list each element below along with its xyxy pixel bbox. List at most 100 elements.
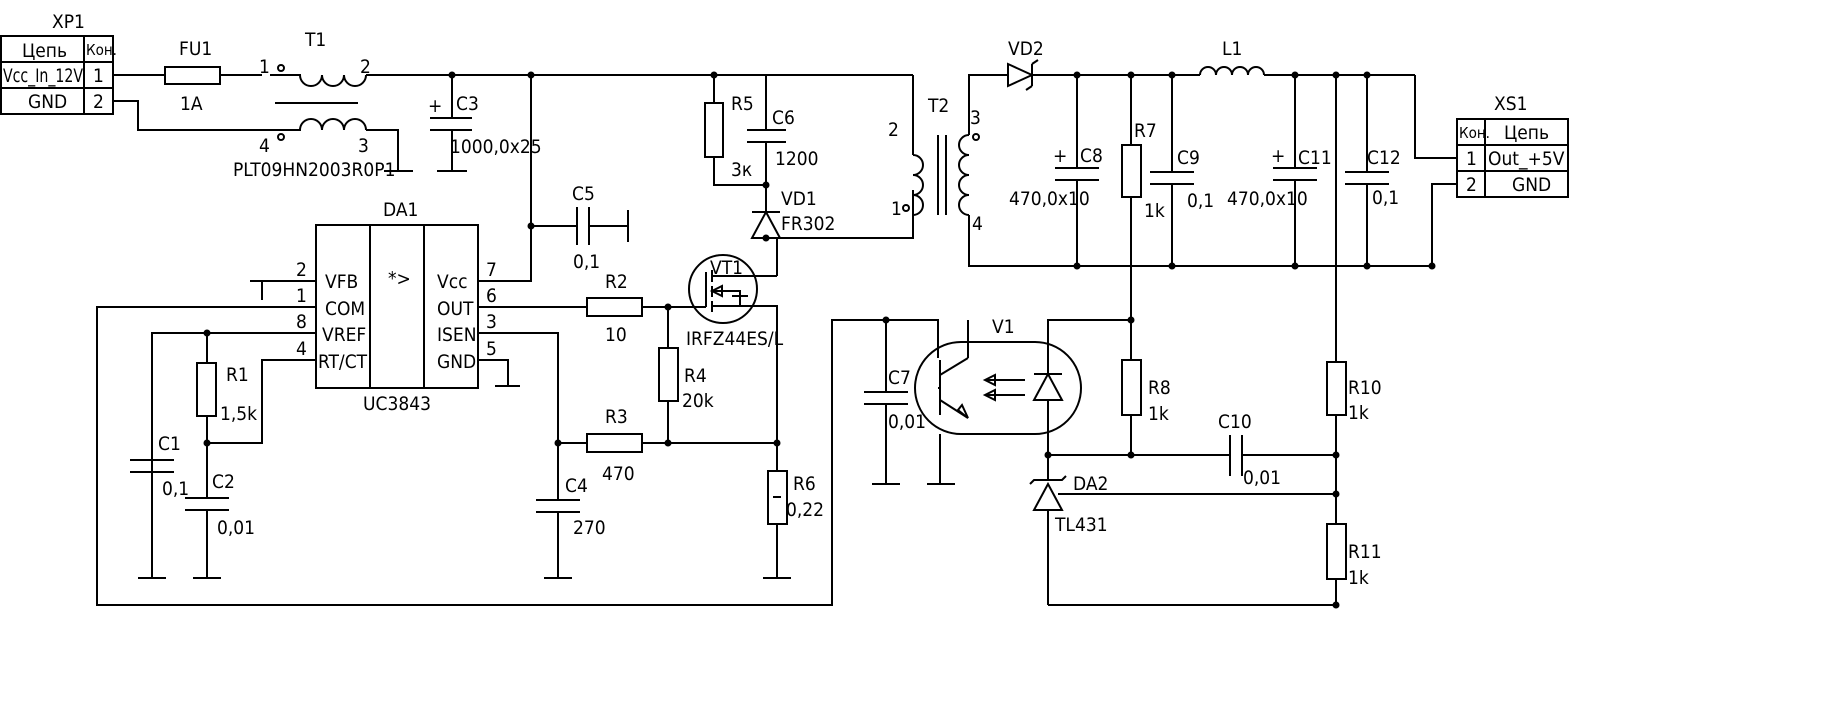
xp1-row2-net: GND xyxy=(28,91,67,113)
da1-lpin4-name: RT/CT xyxy=(318,351,368,373)
xp1-ref: XP1 xyxy=(52,11,85,33)
t1-pin3: 3 xyxy=(358,135,369,157)
da1-lpin4-num: 4 xyxy=(296,338,307,360)
capacitor-c11: + C11 470,0x10 xyxy=(1227,75,1332,270)
da1-rpin4-name: GND xyxy=(437,351,476,373)
da1-rpin1-name: Vcc xyxy=(437,271,468,293)
r8-ref: R8 xyxy=(1148,377,1171,399)
c7-value: 0,01 xyxy=(888,411,926,433)
da1-rpin2-name: OUT xyxy=(437,298,474,320)
r1-value: 1,5k xyxy=(220,403,257,425)
t2-pin2: 2 xyxy=(888,119,899,141)
resistor-r7: R7 1k xyxy=(1121,75,1165,324)
r7-ref: R7 xyxy=(1134,120,1157,142)
c3-value: 1000,0x25 xyxy=(450,136,542,158)
xs1-row2-net: GND xyxy=(1512,174,1551,196)
choke-t1: T1 1 2 4 3 PLT09HN2003R0P1 xyxy=(233,29,413,181)
fu1-value: 1A xyxy=(180,93,203,115)
t1-pin1: 1 xyxy=(259,56,270,78)
xs1-frame xyxy=(1456,118,1569,198)
c6-value: 1200 xyxy=(775,148,819,170)
snubber: R5 3к C6 1200 VD1 FR302 xyxy=(704,75,835,239)
da1-rpin3-name: ISEN xyxy=(437,324,476,346)
da1-ref: DA1 xyxy=(383,199,418,221)
capacitor-c12: C12 0,1 xyxy=(1345,75,1401,270)
t2-pin1: 1 xyxy=(891,198,902,220)
xs1-row2-pin: 2 xyxy=(1466,174,1477,196)
fuse-fu1: FU1 1A xyxy=(164,38,221,115)
t1-value: PLT09HN2003R0P1 xyxy=(233,159,395,181)
da1-rpin4-num: 5 xyxy=(486,338,497,360)
da1-lpin3-num: 8 xyxy=(296,311,307,333)
c11-value: 470,0x10 xyxy=(1227,188,1308,210)
c11-ref: C11 xyxy=(1298,147,1332,169)
da1-lpin1-name: VFB xyxy=(325,271,358,293)
optocoupler-v1: V1 xyxy=(914,316,1132,485)
input-wiring xyxy=(113,74,270,131)
capacitor-c9: C9 0,1 xyxy=(1150,75,1214,270)
r4-value: 20k xyxy=(682,390,714,412)
capacitor-c8: + C8 470,0x10 xyxy=(1009,75,1103,270)
xp1-header-net: Цепь xyxy=(22,40,67,62)
capacitor-c7: C7 0,01 xyxy=(864,316,926,485)
da2-ref: DA2 xyxy=(1073,473,1108,495)
ic-da1: DA1 *> UC3843 2 VFB 1 COM 8 VREF 4 RT/CT… xyxy=(96,199,939,606)
r3-ref: R3 xyxy=(605,406,628,428)
c6-ref: C6 xyxy=(772,107,795,129)
gate-sense-network: R2 10 R4 20k R3 470 C4 270 R6 0,22 xyxy=(536,271,824,579)
xs1-row1-net: Out_+5V xyxy=(1488,148,1565,170)
transformer-t2: T2 2 3 1 4 xyxy=(888,74,1432,267)
t1-pin4: 4 xyxy=(259,135,270,157)
c1-value: 0,1 xyxy=(162,478,189,500)
xs1-header-pin: Кон. xyxy=(1459,124,1490,142)
da1-rpin2-num: 6 xyxy=(486,285,497,307)
xs1-ref: XS1 xyxy=(1494,93,1527,115)
r1-ref: R1 xyxy=(226,364,249,386)
r7-value: 1k xyxy=(1144,200,1165,222)
r2-ref: R2 xyxy=(605,271,628,293)
c5-value: 0,1 xyxy=(573,251,600,273)
xp1-row1-net: Vcc_In_12V xyxy=(3,65,83,87)
r11-ref: R11 xyxy=(1348,541,1382,563)
xp1-row1-pin: 1 xyxy=(93,65,104,87)
da1-lpin2-name: COM xyxy=(325,298,365,320)
da1-rpin1-num: 7 xyxy=(486,259,497,281)
vd1-ref: VD1 xyxy=(781,188,817,210)
r5-ref: R5 xyxy=(731,93,754,115)
t2-ref: T2 xyxy=(927,95,949,117)
c12-value: 0,1 xyxy=(1372,187,1399,209)
vt1-ref: VT1 xyxy=(710,257,743,279)
xp1-row2-pin: 2 xyxy=(93,91,104,113)
c8-polarity: + xyxy=(1053,145,1067,167)
c4-ref: C4 xyxy=(565,475,588,497)
hv-rail xyxy=(366,71,914,155)
c3-ref: C3 xyxy=(456,93,479,115)
xs1-row1-pin: 1 xyxy=(1466,148,1477,170)
capacitor-c3: + C3 1000,0x25 xyxy=(428,75,542,172)
da1-value: UC3843 xyxy=(363,393,431,415)
vd1-value: FR302 xyxy=(781,213,835,235)
vd2-ref: VD2 xyxy=(1008,38,1044,60)
r3-value: 470 xyxy=(602,463,635,485)
da1-lpin1-num: 2 xyxy=(296,259,307,281)
vcc-feed xyxy=(478,75,532,282)
mosfet-vt1: VT1 IRFZ44ES/L xyxy=(686,238,784,443)
r2-value: 10 xyxy=(605,324,627,346)
t2-pin3: 3 xyxy=(970,107,981,129)
r6-value: 0,22 xyxy=(786,499,824,521)
r10-ref: R10 xyxy=(1348,377,1382,399)
feedback-network: R8 1k C10 0,01 DA2 TL431 R10 1k R11 1k xyxy=(1029,75,1382,609)
c5-ref: C5 xyxy=(572,183,595,205)
r5-value: 3к xyxy=(731,159,752,181)
c3-polarity: + xyxy=(428,95,442,117)
connector-xp1: XP1 Цепь Кон. Vcc_In_12V 1 GND 2 xyxy=(0,11,117,115)
c8-value: 470,0x10 xyxy=(1009,188,1090,210)
c1-ref: C1 xyxy=(158,433,181,455)
r8-value: 1k xyxy=(1148,403,1169,425)
xp1-header-pin: Кон. xyxy=(86,41,117,59)
connector-xs1: XS1 Кон. Цепь 1 Out_+5V 2 GND xyxy=(1456,93,1569,198)
r6-ref: R6 xyxy=(793,473,816,495)
c7-ref: C7 xyxy=(888,367,911,389)
v1-ref: V1 xyxy=(992,316,1015,338)
